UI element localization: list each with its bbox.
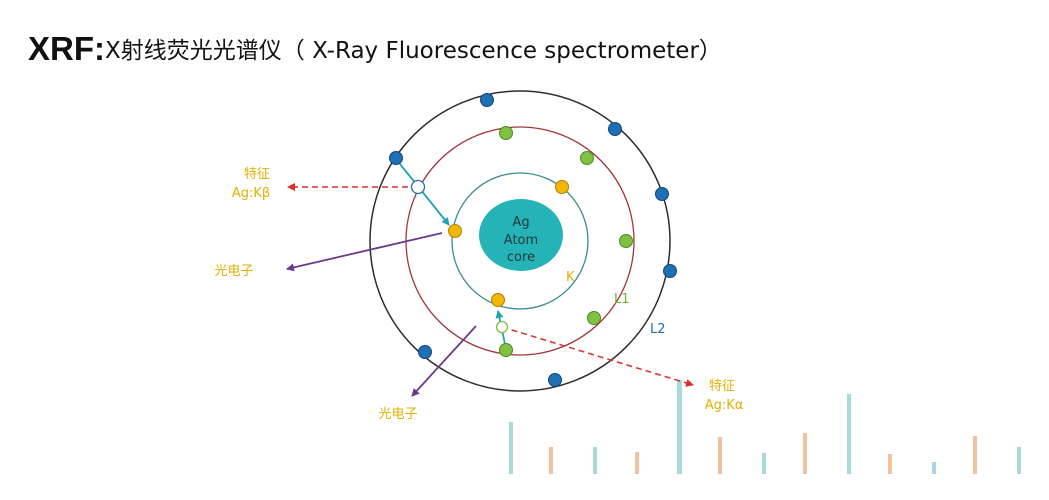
spectrum-bar [509,422,513,474]
l2-electron [608,122,622,136]
core-label-ag: Ag [512,215,529,230]
spectrum-bar [847,394,851,474]
photoelectron-label-lower: 光电子 [378,407,417,422]
l1-electron [499,126,513,140]
l1-shell-label: L1 [614,292,630,307]
spectrum-bar [888,454,892,474]
k-shell-label: K [566,270,575,285]
kalpha-xray-arrow [501,326,694,387]
title-description: X射线荧光光谱仪（ X-Ray Fluorescence spectromete… [105,38,722,64]
k-shell [451,172,589,310]
atom-core [479,199,563,271]
kalpha-label-line1: 特征 [709,379,735,394]
k-electron [448,224,462,238]
kbeta-label-line1: 特征 [244,167,270,182]
k-electron [555,180,569,194]
spectrum-bar [932,462,936,474]
spectrum-bar [1017,447,1021,474]
l1-electron [587,311,601,325]
spectrum-bar [973,436,977,474]
photoelectron-label-upper: 光电子 [214,264,253,279]
k-electron [491,293,505,307]
photoelectron-arrow-upper [286,232,443,272]
l2-electron [418,345,432,359]
k-electrons [448,180,569,307]
spectrum-bar [677,380,682,474]
l1-electrons [499,126,633,357]
l2-electrons [389,93,677,387]
spectrum-bar [718,437,722,474]
photoelectron-arrow-lower [411,325,477,397]
spectrum-bar [803,433,807,474]
title-xrf: XRF: [28,30,105,67]
l2-vacancy [410,179,426,195]
page-title: XRF:X射线荧光光谱仪（ X-Ray Fluorescence spectro… [28,30,722,68]
l2-electron [655,187,669,201]
l1-electron [619,234,633,248]
core-label-atom: Atom [504,233,538,248]
core-label-core: core [507,250,535,265]
spectrum-bar [593,447,597,474]
spectrum-bars [509,380,1021,474]
l1-electron [499,343,513,357]
kalpha-label-line2: Ag:Kα [705,398,744,413]
spectrum-bar [549,447,553,474]
kbeta-label-line2: Ag:Kβ [232,186,270,201]
spectrum-bar [635,452,639,474]
l2-shell-label: L2 [650,322,666,337]
l1-electron [580,151,594,165]
l1-vacancy [495,320,509,334]
transition-arrow-kbeta [399,163,450,226]
l2-electron [480,93,494,107]
l2-electron [548,373,562,387]
l2-electron [663,264,677,278]
spectrum-bar [762,453,766,474]
l2-electron [389,151,403,165]
l2-shell [369,90,671,392]
